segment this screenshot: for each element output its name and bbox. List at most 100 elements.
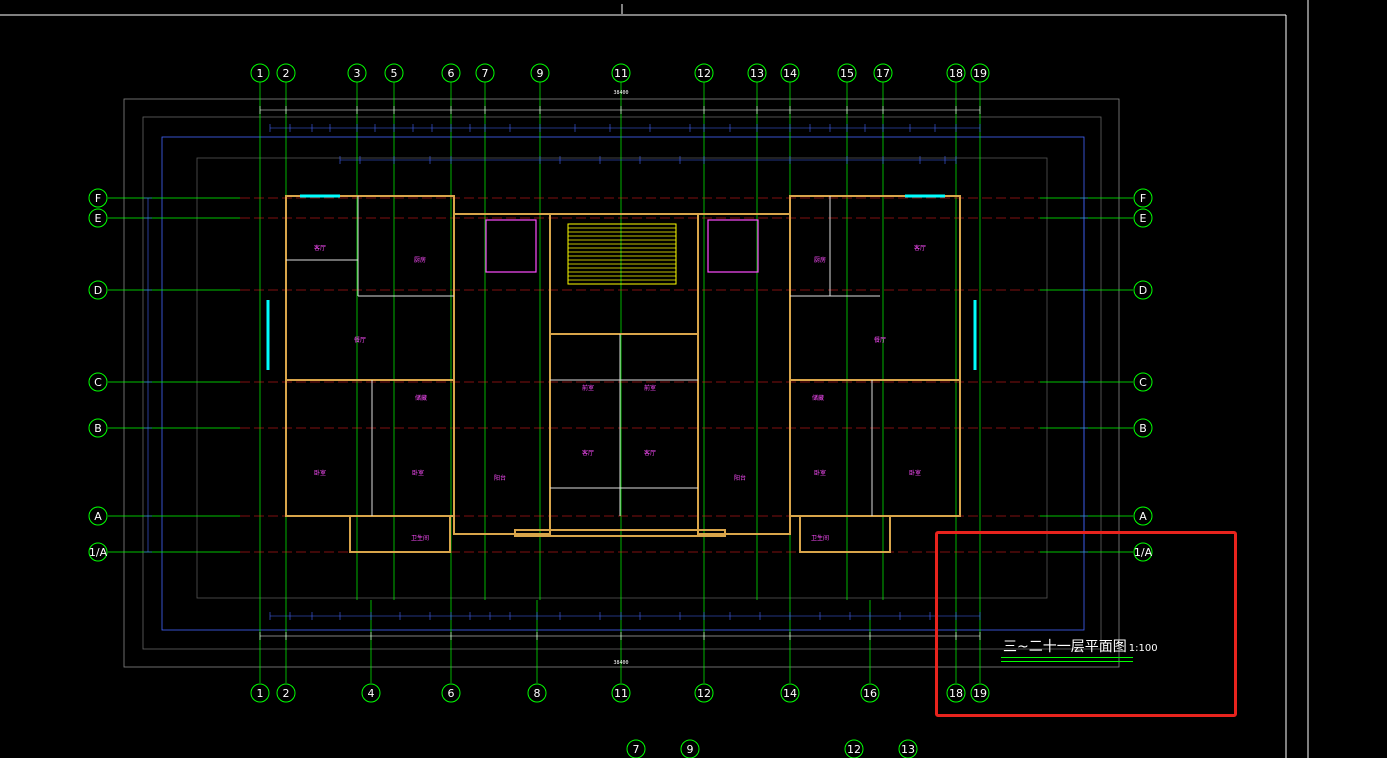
axis-bubble-circle (898, 739, 918, 758)
room-label: 前室 (582, 384, 594, 392)
axis-bubble-circle (530, 63, 550, 83)
left-axis-bubble: C (88, 372, 108, 392)
wall (453, 213, 551, 535)
overall-dimension-bottom: 38400 (613, 660, 628, 666)
axis-bubble-circle (250, 63, 270, 83)
bottom-axis-bubble: 6 (441, 683, 461, 703)
axis-bubble-label: 3 (354, 67, 361, 80)
axis-bubble-label: 13 (750, 67, 764, 80)
drawing-title: 三~二十一层平面图 (1003, 639, 1127, 655)
top-axis-bubble: 9 (530, 63, 550, 83)
axis-bubble-label: 4 (368, 687, 375, 700)
wall (285, 379, 455, 517)
axis-bubble-label: A (94, 510, 102, 523)
axis-bubble-label: 6 (448, 67, 455, 80)
axis-bubble-circle (860, 683, 880, 703)
axis-bubble-circle (88, 542, 108, 562)
axis-bubble-label: 19 (973, 67, 987, 80)
axis-bubble-circle (250, 683, 270, 703)
wall (789, 195, 961, 381)
axis-bubble-label: 19 (973, 687, 987, 700)
bottom-axis-bubble: 8 (527, 683, 547, 703)
axis-bubble-circle (946, 63, 966, 83)
axis-bubble-label: 7 (482, 67, 489, 80)
left-axis-bubble: F (88, 188, 108, 208)
top-axis-bubble: 17 (873, 63, 893, 83)
axis-bubble-circle (694, 63, 714, 83)
axis-bubble-label: 17 (876, 67, 890, 80)
elevator-shaft (707, 219, 759, 273)
axis-bubble-circle (837, 63, 857, 83)
room-label: 储藏 (812, 394, 824, 402)
right-axis-bubble: 1/A (1133, 542, 1153, 562)
axis-bubble-label: 14 (783, 687, 797, 700)
axis-bubble-circle (361, 683, 381, 703)
bottom-axis-bubble: 14 (780, 683, 800, 703)
room-label: 前室 (644, 384, 656, 392)
axis-bubble-label: C (1139, 376, 1147, 389)
axis-bubble-label: 9 (537, 67, 544, 80)
room-label: 卧室 (814, 469, 826, 477)
axis-bubble-circle (694, 683, 714, 703)
axis-bubble-label: 12 (697, 67, 711, 80)
room-label: 卫生间 (811, 534, 829, 542)
axis-bubble-label: 18 (949, 687, 963, 700)
top-axis-bubble: 3 (347, 63, 367, 83)
right-axis-bubble: F (1133, 188, 1153, 208)
wall (799, 515, 891, 553)
axis-bubble-circle (1133, 506, 1153, 526)
axis-bubble-label: 18 (949, 67, 963, 80)
axis-bubble-circle (88, 372, 108, 392)
axis-bubble-circle (88, 418, 108, 438)
axis-bubble-label: 5 (391, 67, 398, 80)
room-label: 餐厅 (874, 336, 886, 344)
axis-bubble-circle (780, 63, 800, 83)
axis-bubble-circle (970, 683, 990, 703)
axis-bubble-circle (527, 683, 547, 703)
drawing-scale: 1:100 (1128, 643, 1158, 654)
room-label: 卫生间 (411, 534, 429, 542)
bottom-axis-bubble: 16 (860, 683, 880, 703)
axis-bubble-label: 8 (534, 687, 541, 700)
room-label: 客厅 (582, 449, 594, 457)
axis-bubble-label: 16 (863, 687, 877, 700)
axis-bubble-label: 7 (633, 743, 640, 756)
extra-axis-bubble: 13 (898, 739, 918, 758)
room-label: 阳台 (494, 474, 506, 482)
axis-bubble-label: F (1140, 192, 1146, 205)
top-axis-bubble: 1 (250, 63, 270, 83)
room-label: 厨房 (414, 256, 426, 264)
axis-bubble-circle (1133, 418, 1153, 438)
axis-bubble-label: 15 (840, 67, 854, 80)
right-axis-bubble: B (1133, 418, 1153, 438)
title-underline (1001, 661, 1133, 662)
top-axis-bubble: 12 (694, 63, 714, 83)
dimension-frames (123, 98, 1120, 668)
top-axis-bubble: 11 (611, 63, 631, 83)
bottom-axis-bubble: 4 (361, 683, 381, 703)
left-axis-bubble: D (88, 280, 108, 300)
top-axis-bubble: 2 (276, 63, 296, 83)
axis-bubble-circle (347, 63, 367, 83)
axis-bubble-label: B (94, 422, 102, 435)
right-axis-bubble: A (1133, 506, 1153, 526)
axis-bubble-circle (970, 63, 990, 83)
room-label: 阳台 (734, 474, 746, 482)
room-label: 卧室 (314, 469, 326, 477)
right-axis-bubble: C (1133, 372, 1153, 392)
axis-bubble-label: 1/A (89, 546, 108, 559)
axis-bubble-circle (276, 683, 296, 703)
axis-bubble-label: 2 (283, 67, 290, 80)
left-axis-bubble: B (88, 418, 108, 438)
bottom-axis-bubble: 1 (250, 683, 270, 703)
bottom-axis-bubble: 11 (611, 683, 631, 703)
wall (349, 515, 451, 553)
axis-bubble-label: 12 (847, 743, 861, 756)
axis-bubble-circle (611, 63, 631, 83)
bottom-axis-bubble: 19 (970, 683, 990, 703)
room-label: 餐厅 (354, 336, 366, 344)
axis-bubble-circle (680, 739, 700, 758)
axis-bubble-label: D (1139, 284, 1147, 297)
axis-bubble-circle (1133, 542, 1153, 562)
